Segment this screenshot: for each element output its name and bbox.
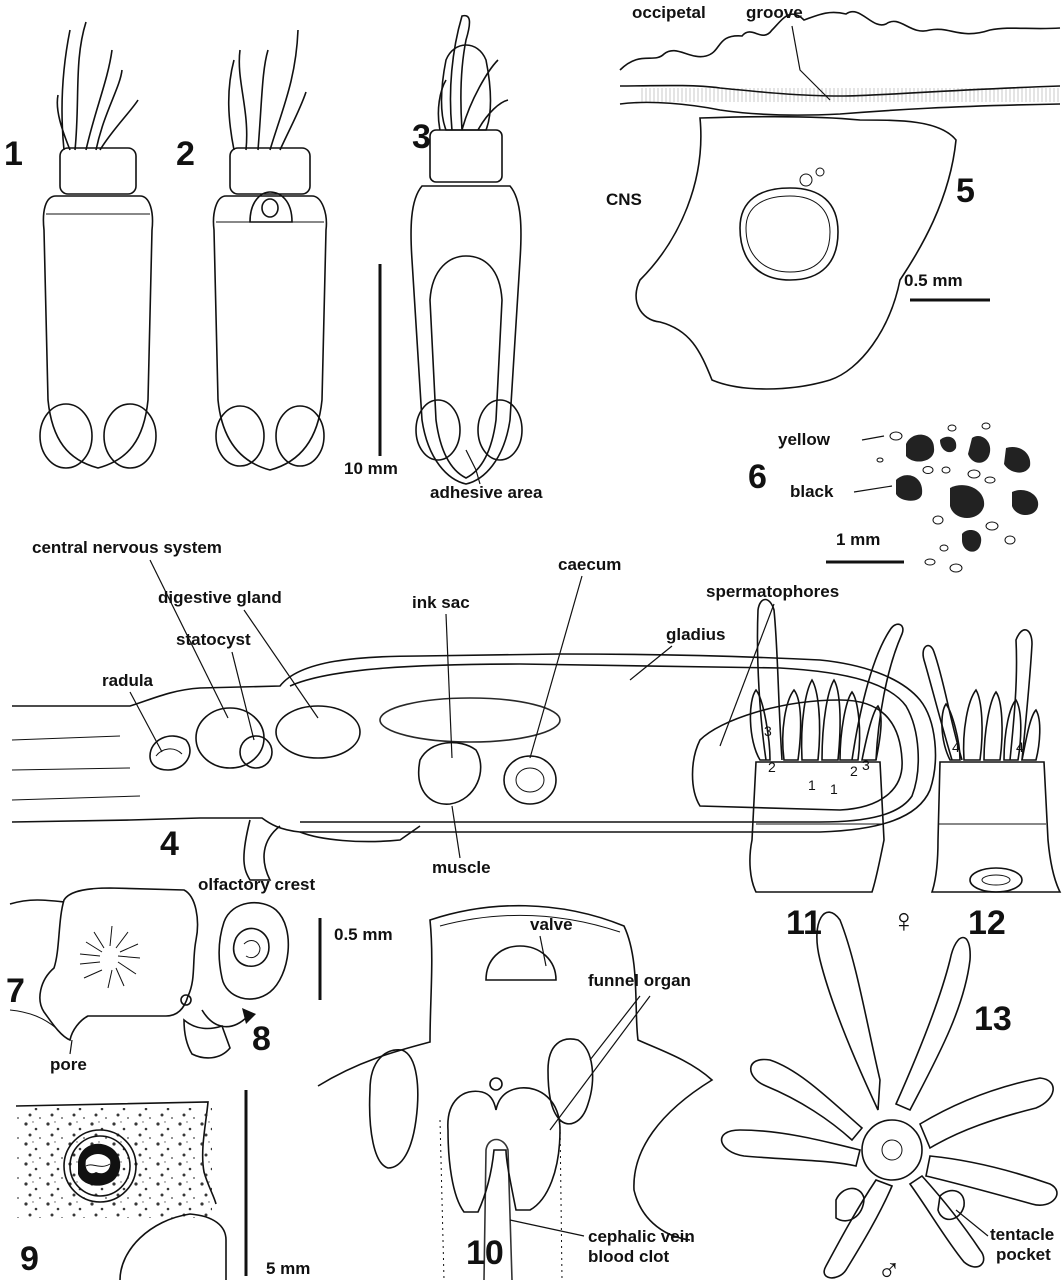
figure-12-arm-crown-female: 4 4 12 bbox=[923, 630, 1060, 942]
figure-7-pore-region: 7 pore bbox=[6, 888, 230, 1074]
arm-number-11-2-right: 2 bbox=[850, 763, 858, 779]
figure-2-ventral-squid: 2 bbox=[176, 30, 326, 470]
label-gladius: gladius bbox=[666, 625, 726, 644]
label-radula: radula bbox=[102, 671, 154, 690]
scale-bar-10mm: 10 mm bbox=[344, 264, 398, 478]
scale-bar-0.5mm-a: 0.5 mm bbox=[904, 271, 990, 300]
scale-bar-0.5mm-b: 0.5 mm bbox=[320, 918, 393, 1000]
label-valve: valve bbox=[530, 915, 573, 934]
label-black: black bbox=[790, 482, 834, 501]
arm-number-11-2-left: 2 bbox=[768, 759, 776, 775]
scale-label-0.5mm-a: 0.5 mm bbox=[904, 271, 963, 290]
figure-9-ventral-skin: 9 bbox=[16, 1102, 226, 1280]
figure-1-dorsal-squid: 1 bbox=[4, 22, 156, 468]
figure-number-4: 4 bbox=[160, 825, 179, 863]
scale-bar-5mm: 5 mm bbox=[246, 1090, 310, 1278]
scale-label-5mm: 5 mm bbox=[266, 1259, 310, 1278]
label-ink-sac: ink sac bbox=[412, 593, 470, 612]
figure-number-5: 5 bbox=[956, 172, 975, 210]
label-caecum: caecum bbox=[558, 555, 621, 574]
label-spermatophores: spermatophores bbox=[706, 582, 839, 601]
label-olfactory-crest: olfactory crest bbox=[198, 875, 315, 894]
label-cephalic-vein: cephalic vein bbox=[588, 1227, 695, 1246]
arm-number-12-4-right: 4 bbox=[1016, 739, 1024, 755]
figure-number-8: 8 bbox=[252, 1020, 271, 1058]
figure-number-1: 1 bbox=[4, 135, 23, 173]
label-muscle: muscle bbox=[432, 858, 491, 877]
figure-13-oral-view-male: 13 tentacle pocket ♂ bbox=[722, 912, 1057, 1281]
label-pore: pore bbox=[50, 1055, 87, 1074]
arm-number-12-4-left: 4 bbox=[952, 739, 960, 755]
label-central-nervous-system: central nervous system bbox=[32, 538, 222, 557]
figure-4-longitudinal-section: 4 central nervous system digestive gland… bbox=[12, 538, 935, 880]
figure-8-olfactory-crest: olfactory crest 8 bbox=[198, 875, 315, 1058]
label-statocyst: statocyst bbox=[176, 630, 251, 649]
label-groove: groove bbox=[746, 3, 803, 22]
figure-number-2: 2 bbox=[176, 135, 195, 173]
figure-11-arm-crown-female: 3 2 1 1 2 3 11 bbox=[750, 600, 903, 943]
arm-number-11-3-left: 3 bbox=[764, 723, 772, 739]
figure-number-7: 7 bbox=[6, 972, 25, 1010]
female-symbol: ♀ bbox=[891, 902, 917, 940]
figure-number-9: 9 bbox=[20, 1240, 39, 1278]
arm-number-11-1-right: 1 bbox=[830, 781, 838, 797]
label-blood-clot: blood clot bbox=[588, 1247, 670, 1266]
figure-10-funnel-organ: valve funnel organ 10 cephalic vein bloo… bbox=[318, 906, 712, 1280]
figure-number-13: 13 bbox=[974, 1000, 1012, 1038]
label-digestive-gland: digestive gland bbox=[158, 588, 282, 607]
figure-number-3: 3 bbox=[412, 118, 431, 156]
label-occipital: occipetal bbox=[632, 3, 706, 22]
scale-label-10mm: 10 mm bbox=[344, 459, 398, 478]
label-tentacle: tentacle bbox=[990, 1225, 1054, 1244]
label-cns: CNS bbox=[606, 190, 642, 209]
arm-number-11-1-left: 1 bbox=[808, 777, 816, 793]
arm-number-11-3-right: 3 bbox=[862, 757, 870, 773]
scale-bar-1mm: 1 mm bbox=[826, 530, 904, 562]
label-pocket: pocket bbox=[996, 1245, 1051, 1264]
figure-5-section-cns: occipetal groove CNS 5 bbox=[606, 3, 1060, 389]
label-yellow: yellow bbox=[778, 430, 831, 449]
figure-number-10: 10 bbox=[466, 1234, 504, 1272]
figure-number-6: 6 bbox=[748, 458, 767, 496]
male-symbol: ♂ bbox=[877, 1252, 901, 1281]
label-funnel-organ: funnel organ bbox=[588, 971, 691, 990]
figure-3-adhesive-view: 3 adhesive area bbox=[411, 16, 543, 502]
scale-label-1mm: 1 mm bbox=[836, 530, 880, 549]
figure-number-12: 12 bbox=[968, 904, 1006, 942]
figure-6-chromatophores: 6 yellow black bbox=[748, 423, 1038, 572]
label-adhesive-area: adhesive area bbox=[430, 483, 543, 502]
scale-label-0.5mm-b: 0.5 mm bbox=[334, 925, 393, 944]
